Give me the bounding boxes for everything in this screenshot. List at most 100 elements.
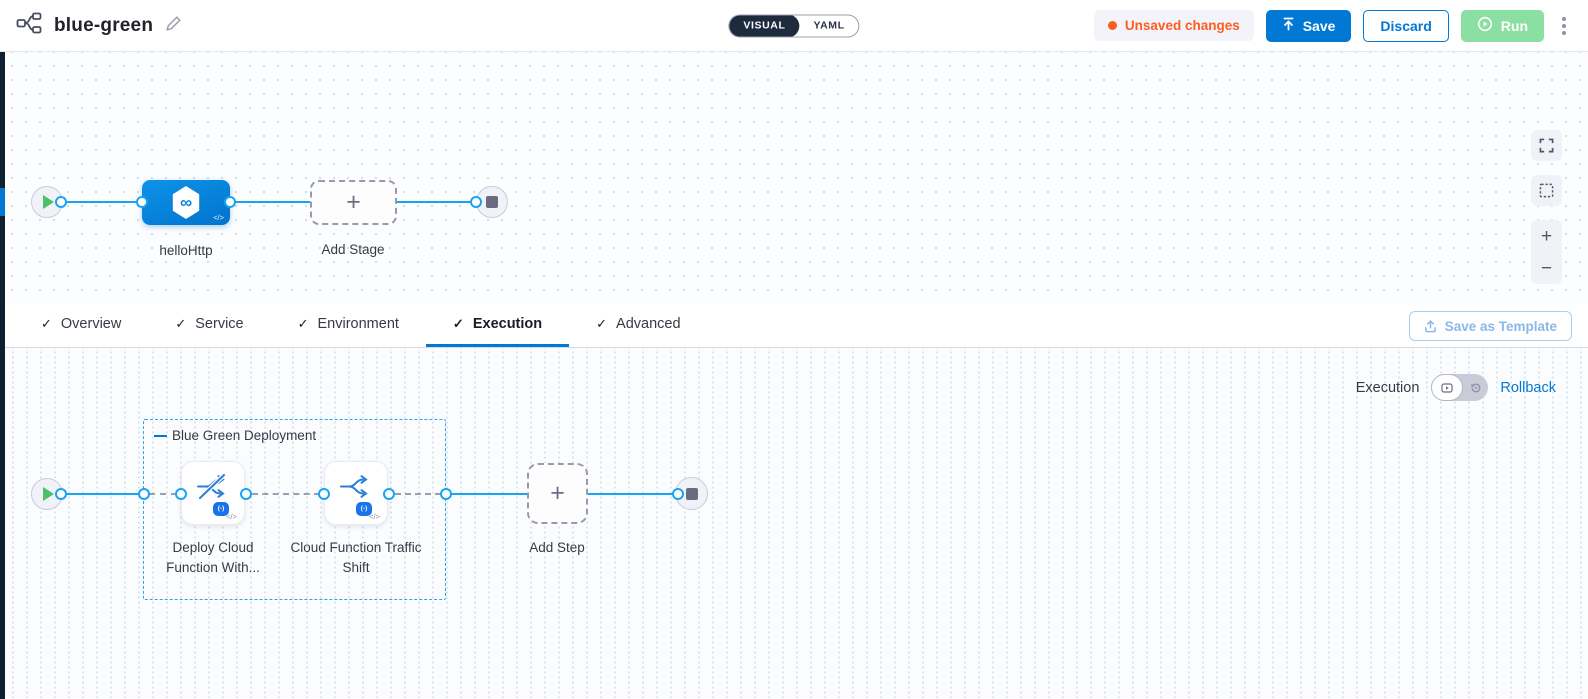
visual-yaml-toggle[interactable]: VISUAL YAML (728, 14, 860, 37)
tab-label: Advanced (616, 315, 681, 332)
check-icon: ✓ (297, 315, 309, 331)
connector-port (440, 488, 452, 500)
connector-port (136, 196, 148, 208)
upload-arrow-icon (1282, 17, 1295, 34)
deploy-hexagon-icon: ∞ (172, 186, 200, 219)
save-as-template-button[interactable]: Save as Template (1408, 311, 1572, 341)
step-connector-line (587, 493, 677, 495)
connector-port (175, 488, 187, 500)
stage-label: helloHttp (159, 243, 213, 258)
check-icon: ✓ (175, 315, 187, 331)
stop-square-icon (486, 196, 498, 208)
group-collapse-icon[interactable] (154, 434, 167, 437)
unsaved-changes-label: Unsaved changes (1124, 18, 1240, 33)
connector-port (55, 488, 67, 500)
execution-rollback-toggle[interactable] (1431, 374, 1489, 401)
tab-label: Overview (60, 315, 122, 332)
run-play-icon (1477, 16, 1493, 35)
toggle-yaml[interactable]: YAML (813, 19, 845, 32)
add-stage-button[interactable]: + (310, 180, 397, 225)
dashed-connector-line (395, 493, 441, 495)
start-play-icon (43, 487, 54, 501)
execution-canvas[interactable]: Execution Rollback (0, 348, 1588, 698)
discard-button[interactable]: Discard (1363, 9, 1449, 42)
step-group-label: Blue Green Deployment (172, 428, 317, 443)
stage-node-hellohttp[interactable]: ∞ </> (142, 180, 230, 225)
template-upload-icon (1424, 319, 1436, 332)
step-label: Deploy Cloud Function With... (166, 540, 260, 576)
connector-port (672, 488, 684, 500)
execution-mode-icon (1441, 382, 1453, 393)
zoom-panel: + − (1531, 220, 1562, 284)
step-group-label-row: Blue Green Deployment (154, 428, 316, 443)
traffic-shift-icon (338, 473, 374, 505)
cloud-function-badge: (-) (356, 502, 372, 516)
tab-label: Execution (472, 315, 543, 332)
step-node-traffic-shift[interactable]: (-) </> (324, 461, 388, 525)
run-button-label: Run (1500, 17, 1528, 34)
execution-toggle-label: Execution (1355, 379, 1420, 396)
check-icon: ✓ (596, 315, 608, 331)
stop-square-icon (685, 487, 698, 500)
connector-port (470, 196, 482, 208)
save-button[interactable]: Save (1265, 9, 1352, 42)
left-edge-strip (0, 52, 5, 699)
step-connector-line (450, 493, 534, 495)
connector-port (138, 488, 150, 500)
tab-service[interactable]: ✓ Service (148, 303, 270, 347)
traffic-shift-disabled-icon (195, 472, 231, 505)
execution-segment[interactable] (1431, 374, 1464, 401)
start-play-icon (43, 195, 54, 209)
rollback-mode-icon (1471, 383, 1481, 392)
tab-label: Service (195, 315, 244, 332)
step-group-blue-green[interactable]: Blue Green Deployment (143, 419, 446, 600)
connector-port (224, 196, 236, 208)
top-bar-actions: Unsaved changes Save Discard (1093, 9, 1572, 42)
left-edge-active-segment (0, 188, 5, 216)
execution-rollback-bar: Execution Rollback (1356, 374, 1556, 401)
connector-port (55, 196, 67, 208)
tab-overview[interactable]: ✓ Overview (14, 303, 148, 347)
add-stage-label: Add Stage (321, 242, 385, 257)
marquee-icon (1539, 183, 1554, 198)
unsaved-changes-badge: Unsaved changes (1093, 10, 1254, 41)
discard-button-label: Discard (1380, 17, 1432, 34)
tab-advanced[interactable]: ✓ Advanced (569, 303, 707, 347)
toggle-visual[interactable]: VISUAL (729, 15, 800, 36)
tab-label: Environment (317, 315, 399, 332)
tab-environment[interactable]: ✓ Environment (271, 303, 426, 347)
marquee-select-button[interactable] (1531, 175, 1562, 206)
dashed-connector-line (252, 493, 320, 495)
step-node-deploy-cloud-function[interactable]: (-) </> (181, 461, 245, 525)
rollback-link[interactable]: Rollback (1500, 379, 1556, 396)
add-step-label: Add Step (529, 540, 585, 555)
check-icon: ✓ (452, 315, 464, 331)
zoom-out-button[interactable]: − (1540, 257, 1553, 279)
edit-pencil-icon[interactable] (165, 15, 182, 37)
more-options-kebab-icon[interactable] (1556, 13, 1572, 39)
step-connector-line (60, 493, 144, 495)
unsaved-dot-icon (1107, 21, 1117, 30)
save-as-template-label: Save as Template (1444, 318, 1557, 334)
plus-icon: + (550, 479, 565, 507)
add-step-button[interactable]: + (527, 463, 588, 524)
connector-port (240, 488, 252, 500)
rollback-segment[interactable] (1463, 382, 1488, 394)
run-button[interactable]: Run (1460, 9, 1544, 42)
connector-port (383, 488, 395, 500)
fullscreen-icon (1539, 138, 1554, 153)
save-button-label: Save (1302, 17, 1336, 34)
stage-connector-line (60, 201, 480, 203)
dashed-connector-line (149, 493, 177, 495)
step-label: Cloud Function Traffic Shift (290, 540, 422, 576)
code-glyph: </> (369, 512, 380, 521)
code-glyph: </> (226, 512, 237, 521)
zoom-in-button[interactable]: + (1540, 225, 1553, 247)
tab-execution[interactable]: ✓ Execution (425, 303, 570, 347)
top-bar: blue-green VISUAL YAML Unsaved changes (0, 0, 1588, 52)
pipeline-icon (16, 12, 42, 39)
stage-canvas[interactable]: ∞ </> helloHttp + Add Stage + − (0, 52, 1588, 303)
fullscreen-button[interactable] (1531, 130, 1562, 161)
plus-icon: + (346, 188, 361, 216)
